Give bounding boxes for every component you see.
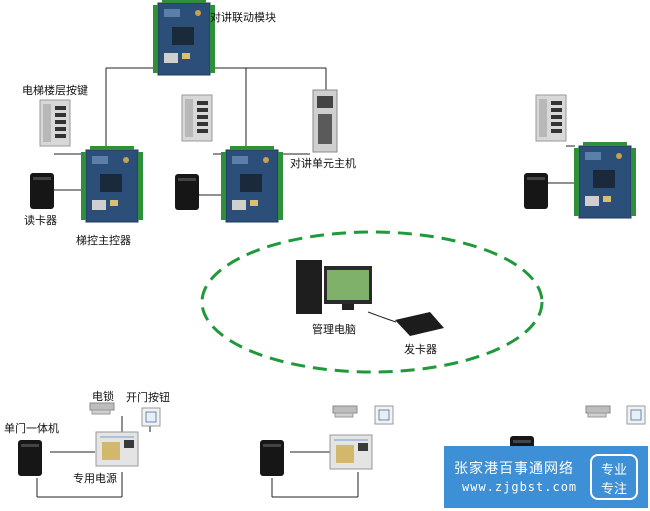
single-door-unit-2 [260,440,284,476]
card-reader-2 [175,174,199,210]
elevator-controller-board-1 [80,145,144,223]
label-elevator-controller: 梯控主控器 [76,234,131,247]
intercom-unit-host [312,89,338,153]
card-reader-1 [30,173,54,209]
elevator-controller-board-2 [220,145,284,223]
management-computer [296,260,372,314]
wiring [36,42,575,498]
watermark-title: 张家港百事通网络 [454,461,574,477]
elevator-floor-panel-2 [181,94,213,142]
single-door-unit-1 [18,440,42,476]
label-card-issuer: 发卡器 [404,343,437,356]
label-card-reader: 读卡器 [24,214,57,227]
label-door-open-button: 开门按钮 [126,391,170,404]
label-electric-lock: 电锁 [92,390,114,403]
elevator-controller-board-3 [573,141,637,219]
elevator-floor-panel-1 [39,99,71,147]
intercom-linkage-module [152,0,216,76]
power-supply-1 [95,431,139,467]
power-supply-2 [329,434,373,470]
electric-lock-1 [89,402,115,415]
watermark-banner: 张家港百事通网络 www.zjgbst.com 专业 专注 [444,446,648,508]
label-dedicated-power: 专用电源 [73,472,117,485]
label-management-pc: 管理电脑 [312,323,356,336]
network-ellipse [200,230,544,374]
watermark-badge-line2: 专注 [600,482,627,497]
label-elevator-floor-button: 电梯楼层按键 [22,84,88,97]
door-open-button-1 [141,407,161,427]
label-intercom-module: 对讲联动模块 [210,11,276,24]
electric-lock-3 [585,405,611,418]
watermark-badge-line1: 专业 [600,463,627,478]
watermark-badge: 专业 专注 [590,454,638,500]
card-issuer-device [367,311,444,336]
electric-lock-2 [332,405,358,418]
label-single-door-unit: 单门一体机 [4,422,59,435]
card-reader-3 [524,173,548,209]
door-open-button-2 [374,405,394,425]
watermark-url: www.zjgbst.com [462,480,578,494]
label-intercom-unit-host: 对讲单元主机 [290,157,356,170]
door-open-button-3 [626,405,646,425]
elevator-floor-panel-3 [535,94,567,142]
